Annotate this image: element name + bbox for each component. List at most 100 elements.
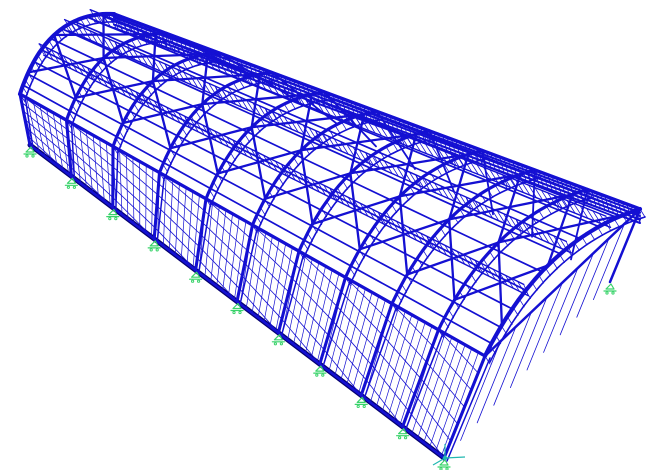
truss-web-member <box>521 182 531 196</box>
truss-web-member <box>426 235 435 250</box>
support-roller <box>439 467 443 470</box>
support-roller <box>238 310 242 315</box>
truss-web-member <box>87 67 96 82</box>
truss-web-member <box>329 187 339 202</box>
truss-web-member <box>244 145 254 160</box>
truss-web-member <box>424 143 434 157</box>
rafter-web-member <box>166 156 172 165</box>
truss-web-member <box>521 221 531 236</box>
y-axis-line <box>432 457 446 466</box>
truss-web-member <box>452 191 462 205</box>
rafter-web-member <box>265 114 272 124</box>
fixed-support-icon <box>64 177 79 189</box>
rafter-web-member <box>321 208 328 218</box>
roof-x-brace <box>27 56 105 74</box>
roof-x-brace <box>299 93 314 152</box>
rafter-web-member <box>215 92 222 102</box>
rafter-web-member <box>278 176 284 186</box>
ridge-lattice <box>135 21 141 39</box>
front-lattice <box>92 134 99 198</box>
front-brace <box>420 377 459 425</box>
rafter-web-member <box>406 274 413 284</box>
support-triangle <box>25 146 35 153</box>
rafter-web-member <box>336 187 343 196</box>
ridge-lattice <box>122 16 128 34</box>
roof-x-brace <box>448 218 456 301</box>
ridge-lattice <box>170 34 176 52</box>
ridge-lattice <box>302 83 308 100</box>
front-lattice <box>375 310 406 408</box>
end-frame-member <box>559 252 594 336</box>
rafter-web-member <box>512 307 519 316</box>
ridge-lattice <box>437 133 444 151</box>
rafter-web-member <box>385 211 392 220</box>
front-lattice <box>228 217 240 296</box>
rafter-web-member <box>221 88 228 98</box>
truss-web-member <box>208 127 217 142</box>
ridge-lattice <box>341 98 347 115</box>
front-brace <box>295 264 338 307</box>
ridge-lattice <box>499 156 505 174</box>
rafter-web-member <box>48 40 55 49</box>
rafter-web-member <box>566 247 573 257</box>
ridge-lattice <box>503 158 509 175</box>
rafter-web-member <box>296 98 303 107</box>
rafter-web-member <box>22 86 28 95</box>
ridge-lattice <box>293 80 299 97</box>
fixed-support-icon <box>603 283 617 295</box>
truss-web-member <box>179 45 189 59</box>
front-lattice <box>153 172 160 240</box>
truss-web-member <box>245 99 255 113</box>
rafter-web-member <box>37 54 44 64</box>
truss-web-member <box>232 139 242 154</box>
ridge-lattice <box>560 179 566 196</box>
front-lattice <box>86 131 93 193</box>
front-eave-chord <box>64 118 115 148</box>
rafter-web-member <box>264 199 271 208</box>
ridge-lattice <box>455 140 461 157</box>
support-triangle <box>315 365 325 372</box>
truss-web-member <box>317 181 326 196</box>
ridge-lattice <box>236 59 242 76</box>
support-roller <box>356 404 360 408</box>
front-brace <box>112 176 157 218</box>
front-lattice <box>405 329 439 430</box>
rafter-web-member <box>40 49 47 59</box>
rafter-web-member <box>326 201 333 210</box>
truss-web-member <box>438 241 448 256</box>
ridge-lattice <box>569 182 575 200</box>
ridge-lattice <box>315 88 321 105</box>
rafter-web-member <box>342 180 349 190</box>
support-triangle <box>191 271 201 278</box>
ridge-lattice <box>126 18 132 35</box>
ridge-lattice <box>530 167 535 185</box>
rafter-web-member <box>311 224 318 234</box>
truss-web-member <box>220 133 230 148</box>
rafter-web-member <box>422 176 429 186</box>
fixed-support-icon <box>437 459 451 470</box>
rafter-web-member <box>385 146 392 156</box>
truss-web-member <box>489 169 499 183</box>
rafter-web-member <box>401 283 408 293</box>
front-lattice <box>216 209 227 287</box>
support-roller <box>114 217 118 221</box>
roof-x-brace <box>250 73 262 129</box>
support-roller <box>149 248 153 252</box>
rafter-web-member <box>322 132 328 142</box>
front-lattice <box>59 116 70 175</box>
rafter-web-member <box>331 193 338 203</box>
rafter-web-member <box>288 163 294 173</box>
rafter-web-member <box>422 249 429 259</box>
ridge-lattice <box>192 42 198 60</box>
roof-x-brace <box>53 33 77 99</box>
ridge-lattice <box>345 99 351 117</box>
rafter-web-member <box>559 254 565 263</box>
front-lattice <box>370 306 399 403</box>
rafter-web-member <box>334 125 341 134</box>
truss-web-member <box>414 229 423 244</box>
front-brace <box>112 156 159 196</box>
rafter-web-member <box>213 181 219 191</box>
support-triangle <box>273 334 283 341</box>
